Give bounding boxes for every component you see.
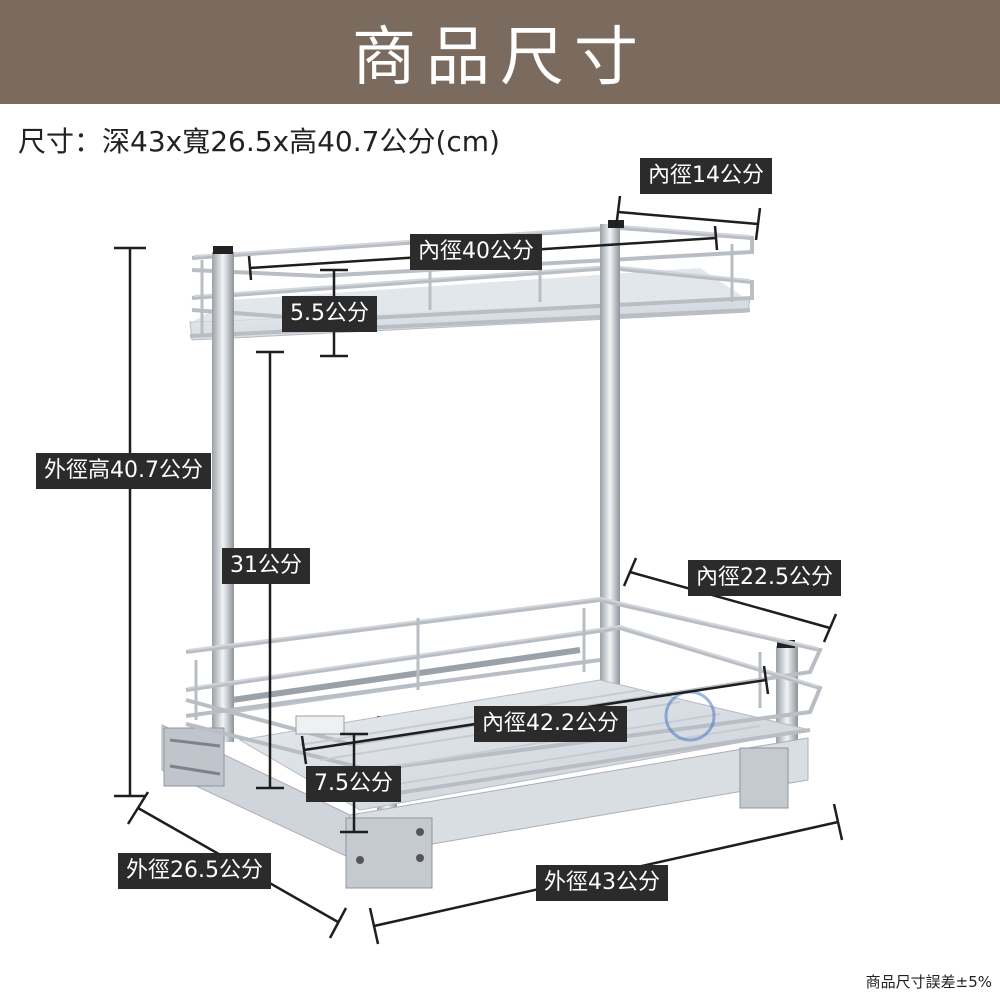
tolerance-note: 商品尺寸誤差±5%	[865, 973, 992, 991]
label-rail-height-top: 5.5公分	[282, 296, 377, 332]
label-outer-width: 外徑26.5公分	[118, 853, 271, 889]
label-inner-width-top: 內徑14公分	[640, 158, 772, 194]
lower-basket	[161, 596, 823, 889]
label-outer-height: 外徑高40.7公分	[36, 453, 211, 489]
label-inner-length-top: 內徑40公分	[410, 234, 542, 270]
label-inner-length-bottom: 內徑42.2公分	[474, 706, 627, 742]
title-banner: 商品尺寸	[0, 0, 1000, 104]
label-rail-height-bottom: 7.5公分	[306, 766, 401, 802]
spec-summary: 尺寸：深43x寬26.5x高40.7公分(cm)	[18, 125, 500, 158]
label-inner-width-bottom: 內徑22.5公分	[688, 560, 841, 596]
label-outer-length: 外徑43公分	[536, 865, 668, 901]
label-tier-gap: 31公分	[222, 548, 310, 584]
banner-title: 商品尺寸	[352, 21, 648, 95]
